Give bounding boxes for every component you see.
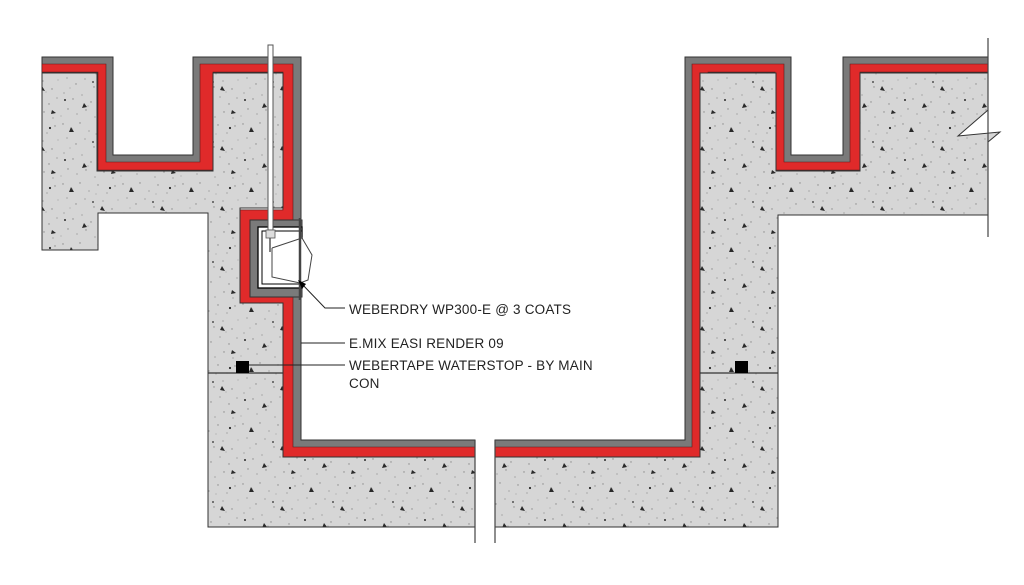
opening-box-detail: [249, 44, 313, 300]
annotation-weberdry: WEBERDRY WP300-E @ 3 COATS: [349, 302, 572, 317]
right-concrete-body: [494, 72, 1002, 528]
left-structure: [41, 56, 476, 543]
annotation-webertape-line1: WEBERTAPE WATERSTOP - BY MAIN: [349, 358, 593, 373]
left-waterstop-marker: [236, 361, 249, 373]
vertical-conduit: [267, 44, 274, 231]
leader-weberdry: [300, 282, 345, 309]
right-structure: [494, 38, 1002, 543]
left-concrete-body: [41, 72, 476, 528]
annotation-emix: E.MIX EASI RENDER 09: [349, 336, 504, 351]
leader-lines: [249, 280, 345, 366]
annotation-webertape-line2: CON: [349, 376, 380, 391]
right-waterstop-marker: [735, 361, 748, 373]
